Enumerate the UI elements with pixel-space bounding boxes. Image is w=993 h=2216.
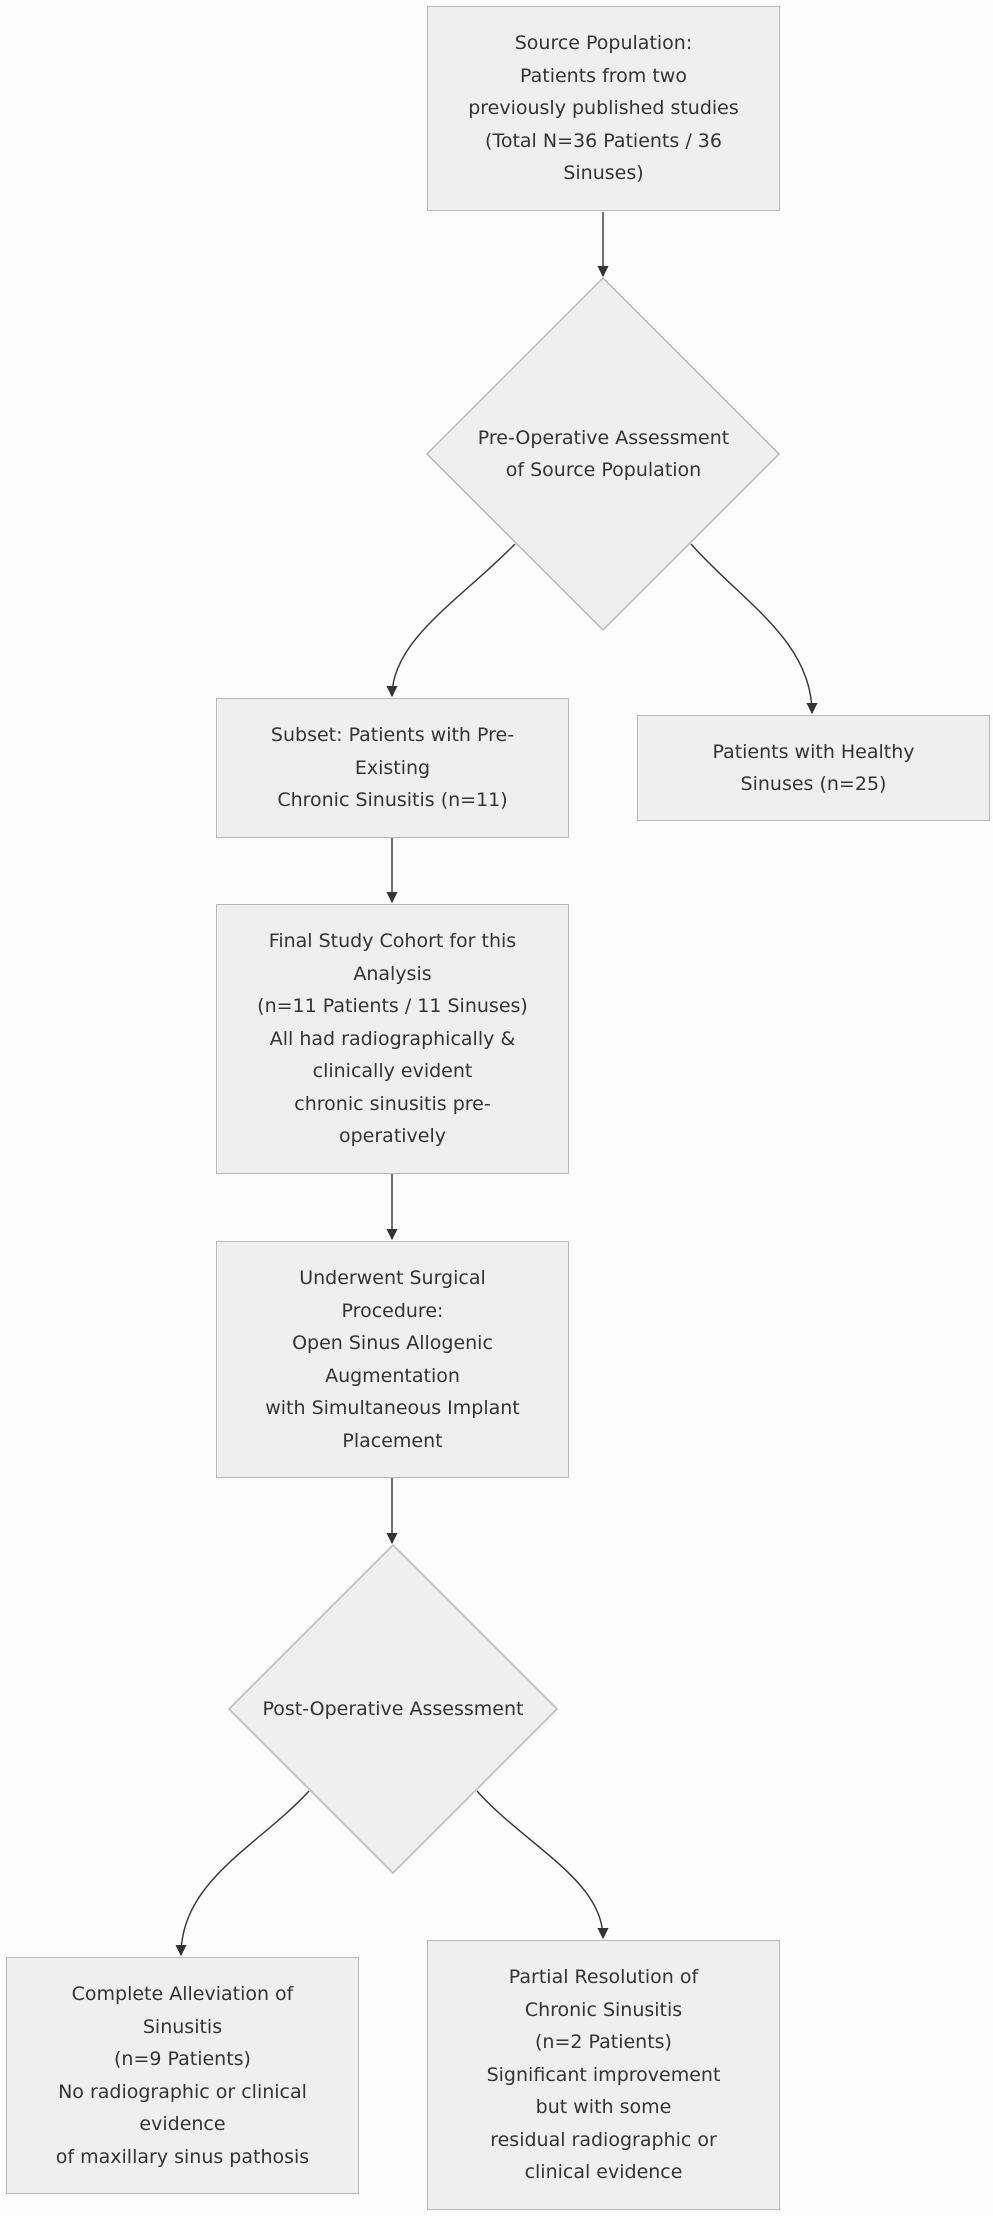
partial-line-2: Chronic Sinusitis xyxy=(524,1998,683,2021)
healthy-line-1: Patients with Healthy xyxy=(712,740,915,763)
cohort-line-7: operatively xyxy=(338,1125,446,1148)
source-line-3: previously published studies xyxy=(468,97,739,120)
cohort-line-5: clinically evident xyxy=(312,1060,473,1083)
edge-postop-to-complete xyxy=(175,1790,310,1957)
preop-assessment-diamond xyxy=(425,276,781,632)
postop-assessment-label: Post-Operative Assessment xyxy=(229,1684,557,1734)
surgery-line-2: Procedure: xyxy=(341,1299,444,1322)
postop-assessment-diamond xyxy=(227,1543,559,1875)
complete-line-5: evidence xyxy=(139,2113,226,2135)
surgery-line-1: Underwent Surgical xyxy=(299,1267,486,1289)
subset-line-1: Subset: Patients with Pre- xyxy=(270,724,515,747)
cohort-line-4: All had radiographically & xyxy=(269,1027,516,1050)
surgery-line-5: with Simultaneous Implant xyxy=(265,1397,520,1419)
healthy-sinuses-node: Patients with Healthy Sinuses (n=25) xyxy=(637,715,990,821)
source-line-2: Patients from two xyxy=(520,64,687,87)
complete-line-2: Sinusitis xyxy=(142,2015,223,2038)
partial-line-5: but with some xyxy=(535,2096,672,2119)
complete-line-4: No radiographic or clinical xyxy=(58,2080,307,2103)
postop-line-1: Post-Operative Assessment xyxy=(262,1697,524,1720)
cohort-line-3: (n=11 Patients / 11 Sinuses) xyxy=(257,995,528,1018)
subset-chronic-sinusitis-node: Subset: Patients with Pre- Existing Chro… xyxy=(216,698,569,838)
complete-line-6: of maxillary sinus pathosis xyxy=(55,2145,310,2168)
source-line-1: Source Population: xyxy=(514,32,693,55)
partial-line-1: Partial Resolution of xyxy=(508,1966,699,1989)
partial-line-7: clinical evidence xyxy=(524,2161,683,2184)
surgery-line-6: Placement xyxy=(342,1429,443,1452)
partial-line-3: (n=2 Patients) xyxy=(535,2031,672,2054)
cohort-line-6: chronic sinusitis pre- xyxy=(294,1092,491,1115)
complete-line-1: Complete Alleviation of xyxy=(71,1983,294,2005)
complete-line-3: (n=9 Patients) xyxy=(114,2048,251,2070)
surgical-procedure-node: Underwent Surgical Procedure: Open Sinus… xyxy=(216,1241,569,1478)
cohort-line-1: Final Study Cohort for this xyxy=(268,930,517,953)
source-line-4: (Total N=36 Patients / 36 xyxy=(485,129,722,152)
edge-preop-to-healthy xyxy=(690,543,818,715)
complete-alleviation-node: Complete Alleviation of Sinusitis (n=9 P… xyxy=(6,1957,359,2194)
subset-line-2: Existing xyxy=(354,756,431,779)
final-study-cohort-node: Final Study Cohort for this Analysis (n=… xyxy=(216,904,569,1174)
healthy-line-2: Sinuses (n=25) xyxy=(740,773,887,795)
source-population-node: Source Population: Patients from two pre… xyxy=(427,6,780,211)
cohort-line-2: Analysis xyxy=(353,962,432,985)
preop-line-1: Pre-Operative Assessment xyxy=(477,426,730,449)
edge-postop-to-partial xyxy=(476,1790,609,1940)
surgery-line-4: Augmentation xyxy=(325,1364,460,1387)
partial-line-4: Significant improvement xyxy=(486,2063,721,2086)
partial-resolution-node: Partial Resolution of Chronic Sinusitis … xyxy=(427,1940,780,2210)
preop-line-2: of Source Population xyxy=(505,459,702,481)
source-line-5: Sinuses) xyxy=(563,162,644,185)
subset-line-3: Chronic Sinusitis (n=11) xyxy=(277,789,508,812)
partial-line-6: residual radiographic or xyxy=(490,2128,717,2151)
surgery-line-3: Open Sinus Allogenic xyxy=(292,1332,493,1354)
preop-assessment-label: Pre-Operative Assessment of Source Popul… xyxy=(427,404,780,504)
edge-preop-to-subset xyxy=(386,543,516,698)
